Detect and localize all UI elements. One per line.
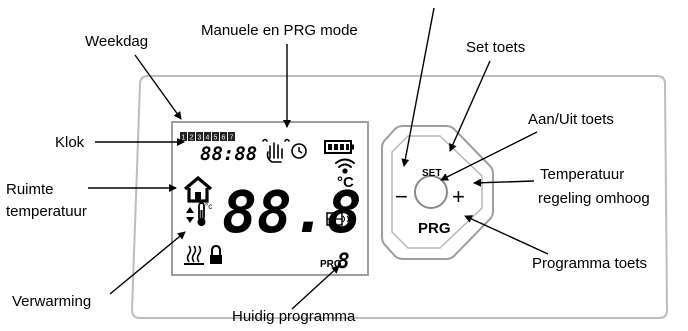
day-box: 7 <box>228 132 235 142</box>
celsius-unit: °C <box>337 174 354 191</box>
day-box: 6 <box>220 132 227 142</box>
day-box: 4 <box>204 132 211 142</box>
day-box: 2 <box>188 132 195 142</box>
window-icon <box>326 212 349 226</box>
thermometer-icon <box>197 202 206 226</box>
keypad <box>381 125 494 260</box>
plus-button[interactable]: + <box>452 184 465 209</box>
house-icon <box>183 175 213 203</box>
arrow-top-minus <box>401 7 435 167</box>
label-manuele-prg: Manuele en PRG mode <box>201 22 358 39</box>
day-number: 2 <box>190 135 194 142</box>
heating-icon <box>184 245 204 265</box>
hand-icon <box>262 138 290 163</box>
arrow-verwarming <box>109 231 186 295</box>
day-indicators: 1 2 3 4 5 6 7 <box>180 132 235 142</box>
battery-icon <box>324 140 354 154</box>
label-set-toets: Set toets <box>466 39 525 56</box>
wifi-icon <box>335 158 355 174</box>
label-programma-toets: Programma toets <box>532 255 647 272</box>
temperature-display: 88.8 <box>222 178 362 246</box>
label-verwarming: Verwarming <box>12 293 91 310</box>
clock-icon <box>291 143 307 159</box>
day-number: 6 <box>222 135 226 142</box>
minus-button[interactable]: − <box>395 184 408 209</box>
prg-button[interactable]: PRG <box>418 220 451 237</box>
day-number: 7 <box>230 135 234 142</box>
label-temp-regeling-1: Temperatuur <box>540 166 624 183</box>
day-number: 4 <box>206 135 210 142</box>
day-number: 5 <box>214 135 218 142</box>
arrow-set-toets <box>449 60 491 152</box>
arrow-temp-regeling <box>473 178 535 187</box>
arrow-programma-toets <box>464 215 549 255</box>
label-ruimte-2: temperatuur <box>6 203 87 220</box>
prg-indicator: PRG <box>320 259 342 270</box>
day-box: 3 <box>196 132 203 142</box>
day-number: 1 <box>182 135 186 142</box>
day-number: 3 <box>198 135 202 142</box>
label-huidig-programma: Huidig programma <box>232 308 356 325</box>
on-off-button[interactable] <box>414 175 448 209</box>
label-klok: Klok <box>55 134 85 151</box>
label-aan-uit: Aan/Uit toets <box>528 111 614 128</box>
set-button[interactable]: SET <box>422 168 441 179</box>
day-box: 5 <box>212 132 219 142</box>
day-box: 1 <box>180 132 187 142</box>
label-temp-regeling-2: regeling omhoog <box>538 190 650 207</box>
arrow-huidig-programma <box>291 265 340 310</box>
small-celsius-unit: °c <box>205 202 212 211</box>
label-ruimte-1: Ruimte <box>6 181 54 198</box>
clock-display: 88:88 <box>200 143 257 165</box>
up-down-arrows-icon <box>186 207 194 223</box>
lock-icon <box>210 244 222 264</box>
arrow-weekdag <box>134 54 182 120</box>
callout-arrows <box>88 7 549 310</box>
arrow-aan-uit <box>440 131 538 181</box>
label-weekdag: Weekdag <box>85 33 148 50</box>
program-digit: 8 <box>337 249 350 273</box>
